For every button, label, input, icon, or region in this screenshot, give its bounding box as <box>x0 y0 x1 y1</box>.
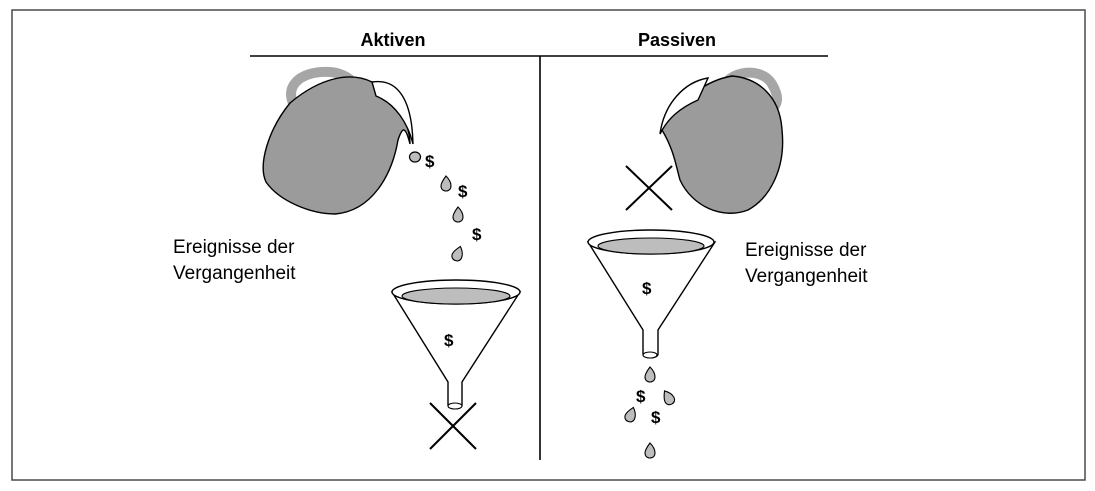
right-funnel-body <box>586 241 717 359</box>
header-assets: Aktiven <box>360 30 425 50</box>
money-drop <box>452 206 464 223</box>
right-cross-icon <box>625 165 673 211</box>
money-drop <box>450 244 466 263</box>
left-money-stream: $ $ $ <box>408 151 482 263</box>
right-funnel-spout <box>642 351 658 359</box>
dollar-sign: $ <box>444 331 454 350</box>
right-label-line2: Vergangenheit <box>745 266 868 287</box>
money-drop <box>644 442 656 459</box>
left-pitcher-spout <box>371 80 414 145</box>
left-label-line1: Ereignisse der <box>173 237 295 258</box>
money-drop <box>623 405 639 424</box>
left-funnel-liquid <box>401 287 511 305</box>
left-label-line2: Vergangenheit <box>173 263 296 284</box>
left-funnel: $ <box>390 279 522 410</box>
dollar-sign: $ <box>458 182 468 201</box>
right-pitcher-body <box>661 75 784 214</box>
left-pitcher <box>262 66 414 215</box>
right-money-stream: $ $ <box>623 366 677 459</box>
left-cross-icon <box>429 402 477 450</box>
dollar-sign: $ <box>642 279 652 298</box>
money-drop <box>440 175 452 192</box>
dollar-sign: $ <box>651 408 661 427</box>
right-pitcher <box>659 67 784 214</box>
money-drop <box>659 387 677 407</box>
dollar-sign: $ <box>636 387 646 406</box>
header-liabilities: Passiven <box>638 30 716 50</box>
right-label-line1: Ereignisse der <box>745 240 867 261</box>
dollar-sign: $ <box>472 225 482 244</box>
money-drop <box>644 366 656 383</box>
dollar-sign: $ <box>425 152 435 171</box>
right-funnel-liquid <box>597 237 705 255</box>
left-funnel-spout <box>447 402 463 410</box>
right-pitcher-spout <box>659 77 710 135</box>
right-funnel: $ <box>586 229 717 359</box>
money-drop <box>408 151 422 163</box>
left-funnel-body <box>390 291 522 410</box>
diagram-frame <box>11 9 1086 481</box>
